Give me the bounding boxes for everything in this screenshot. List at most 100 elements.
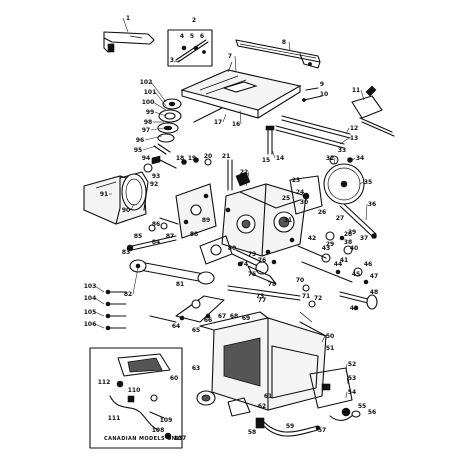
- part-9-10-pins-drawing: [302, 87, 323, 102]
- leader-12: [345, 127, 350, 135]
- callout-24: 24: [296, 189, 304, 196]
- callout-25: 25: [282, 195, 290, 202]
- leader-99: [154, 111, 167, 117]
- callout-108: 108: [152, 427, 165, 434]
- callout-63: 63: [192, 365, 200, 372]
- callout-17: 17: [214, 119, 222, 126]
- leader-97: [150, 127, 165, 131]
- callout-19: 19: [188, 155, 196, 162]
- callout-52: 52: [348, 361, 356, 368]
- parts-70-73-drawing: [227, 284, 316, 323]
- callout-110: 110: [128, 387, 141, 394]
- callout-66: 66: [204, 317, 212, 324]
- callout-48: 48: [370, 289, 378, 296]
- leader-17: [222, 113, 227, 123]
- parts-88-89-bracket-drawing: [159, 183, 217, 239]
- part-50-base-drawing: [199, 311, 327, 411]
- callout-107: 107: [174, 435, 187, 442]
- part-37-arbor-drawing: [339, 203, 377, 239]
- part-56-pulley-drawing: [196, 390, 216, 406]
- callout-96: 96: [136, 137, 144, 144]
- parts-63-69-drawing: [149, 295, 225, 323]
- callout-6: 6: [200, 33, 204, 40]
- callout-73: 73: [256, 293, 264, 300]
- leader-13: [339, 137, 350, 145]
- callout-79: 79: [248, 251, 256, 258]
- parts-38-47-drawing: [297, 231, 369, 285]
- parts-95-102-stack-drawing: [153, 98, 223, 155]
- callout-3: 3: [170, 57, 174, 64]
- leader-105: [94, 311, 105, 317]
- callout-8: 8: [282, 39, 286, 46]
- callout-2: 2: [192, 17, 196, 24]
- callout-12: 12: [350, 125, 358, 132]
- leader-34: [349, 157, 356, 163]
- callout-21: 21: [222, 153, 230, 160]
- callout-36: 36: [368, 201, 376, 208]
- leader-32: [333, 157, 336, 165]
- callout-106: 106: [84, 321, 97, 328]
- callout-27: 27: [336, 215, 344, 222]
- callout-84: 84: [152, 239, 160, 246]
- callout-39: 39: [348, 229, 356, 236]
- leader-16: [239, 109, 242, 125]
- callout-28: 28: [344, 231, 352, 238]
- callout-4: 4: [180, 33, 184, 40]
- callout-81: 81: [176, 281, 184, 288]
- callout-70: 70: [296, 277, 304, 284]
- callout-51: 51: [326, 345, 334, 352]
- callout-99: 99: [146, 109, 154, 116]
- parts-55-56-drawing: [329, 410, 361, 422]
- callout-29: 29: [326, 241, 334, 248]
- callout-103: 103: [84, 283, 97, 290]
- callout-16: 16: [232, 121, 240, 128]
- callout-74: 74: [240, 261, 248, 268]
- callout-59: 59: [286, 423, 294, 430]
- callout-23: 23: [292, 177, 300, 184]
- leader-52: [345, 363, 348, 373]
- callout-62: 62: [258, 403, 266, 410]
- callout-65: 65: [192, 327, 200, 334]
- leader-100: [152, 101, 167, 111]
- callout-95: 95: [134, 147, 142, 154]
- callout-34: 34: [356, 155, 364, 162]
- callout-46: 46: [364, 261, 372, 268]
- leader-22: [245, 171, 250, 187]
- callout-41: 41: [340, 257, 348, 264]
- leader-102: [150, 81, 167, 103]
- leader-90: [130, 203, 135, 211]
- callout-13: 13: [350, 135, 358, 142]
- parts-70-84-drawing: [199, 235, 277, 285]
- leader-53: [346, 377, 349, 385]
- leader-36: [365, 203, 368, 221]
- callout-67: 67: [218, 313, 226, 320]
- callout-45: 45: [352, 271, 360, 278]
- callout-91: 91: [100, 191, 108, 198]
- part-8-rail-drawing: [235, 39, 321, 69]
- callout-86: 86: [152, 221, 160, 228]
- callout-1: 1: [126, 15, 130, 22]
- callout-112: 112: [98, 379, 111, 386]
- callout-35: 35: [364, 179, 372, 186]
- callout-97: 97: [142, 127, 150, 134]
- callout-18: 18: [176, 155, 184, 162]
- callout-76: 76: [258, 257, 266, 264]
- callout-53: 53: [348, 375, 356, 382]
- callout-89: 89: [202, 217, 210, 224]
- callout-31: 31: [284, 217, 292, 224]
- callout-71: 71: [302, 293, 310, 300]
- leader-54: [345, 391, 348, 399]
- callout-20: 20: [204, 153, 212, 160]
- callout-10: 10: [320, 91, 328, 98]
- part-12-13-rails-drawing: [275, 115, 351, 149]
- callout-104: 104: [84, 295, 97, 302]
- leader-101: [154, 91, 167, 107]
- callout-11: 11: [352, 87, 360, 94]
- leader-35: [359, 181, 364, 185]
- callout-14: 14: [276, 155, 284, 162]
- callout-61: 61: [264, 393, 272, 400]
- leader-11: [360, 89, 365, 101]
- callout-87: 87: [166, 233, 174, 240]
- callout-77: 77: [258, 297, 266, 304]
